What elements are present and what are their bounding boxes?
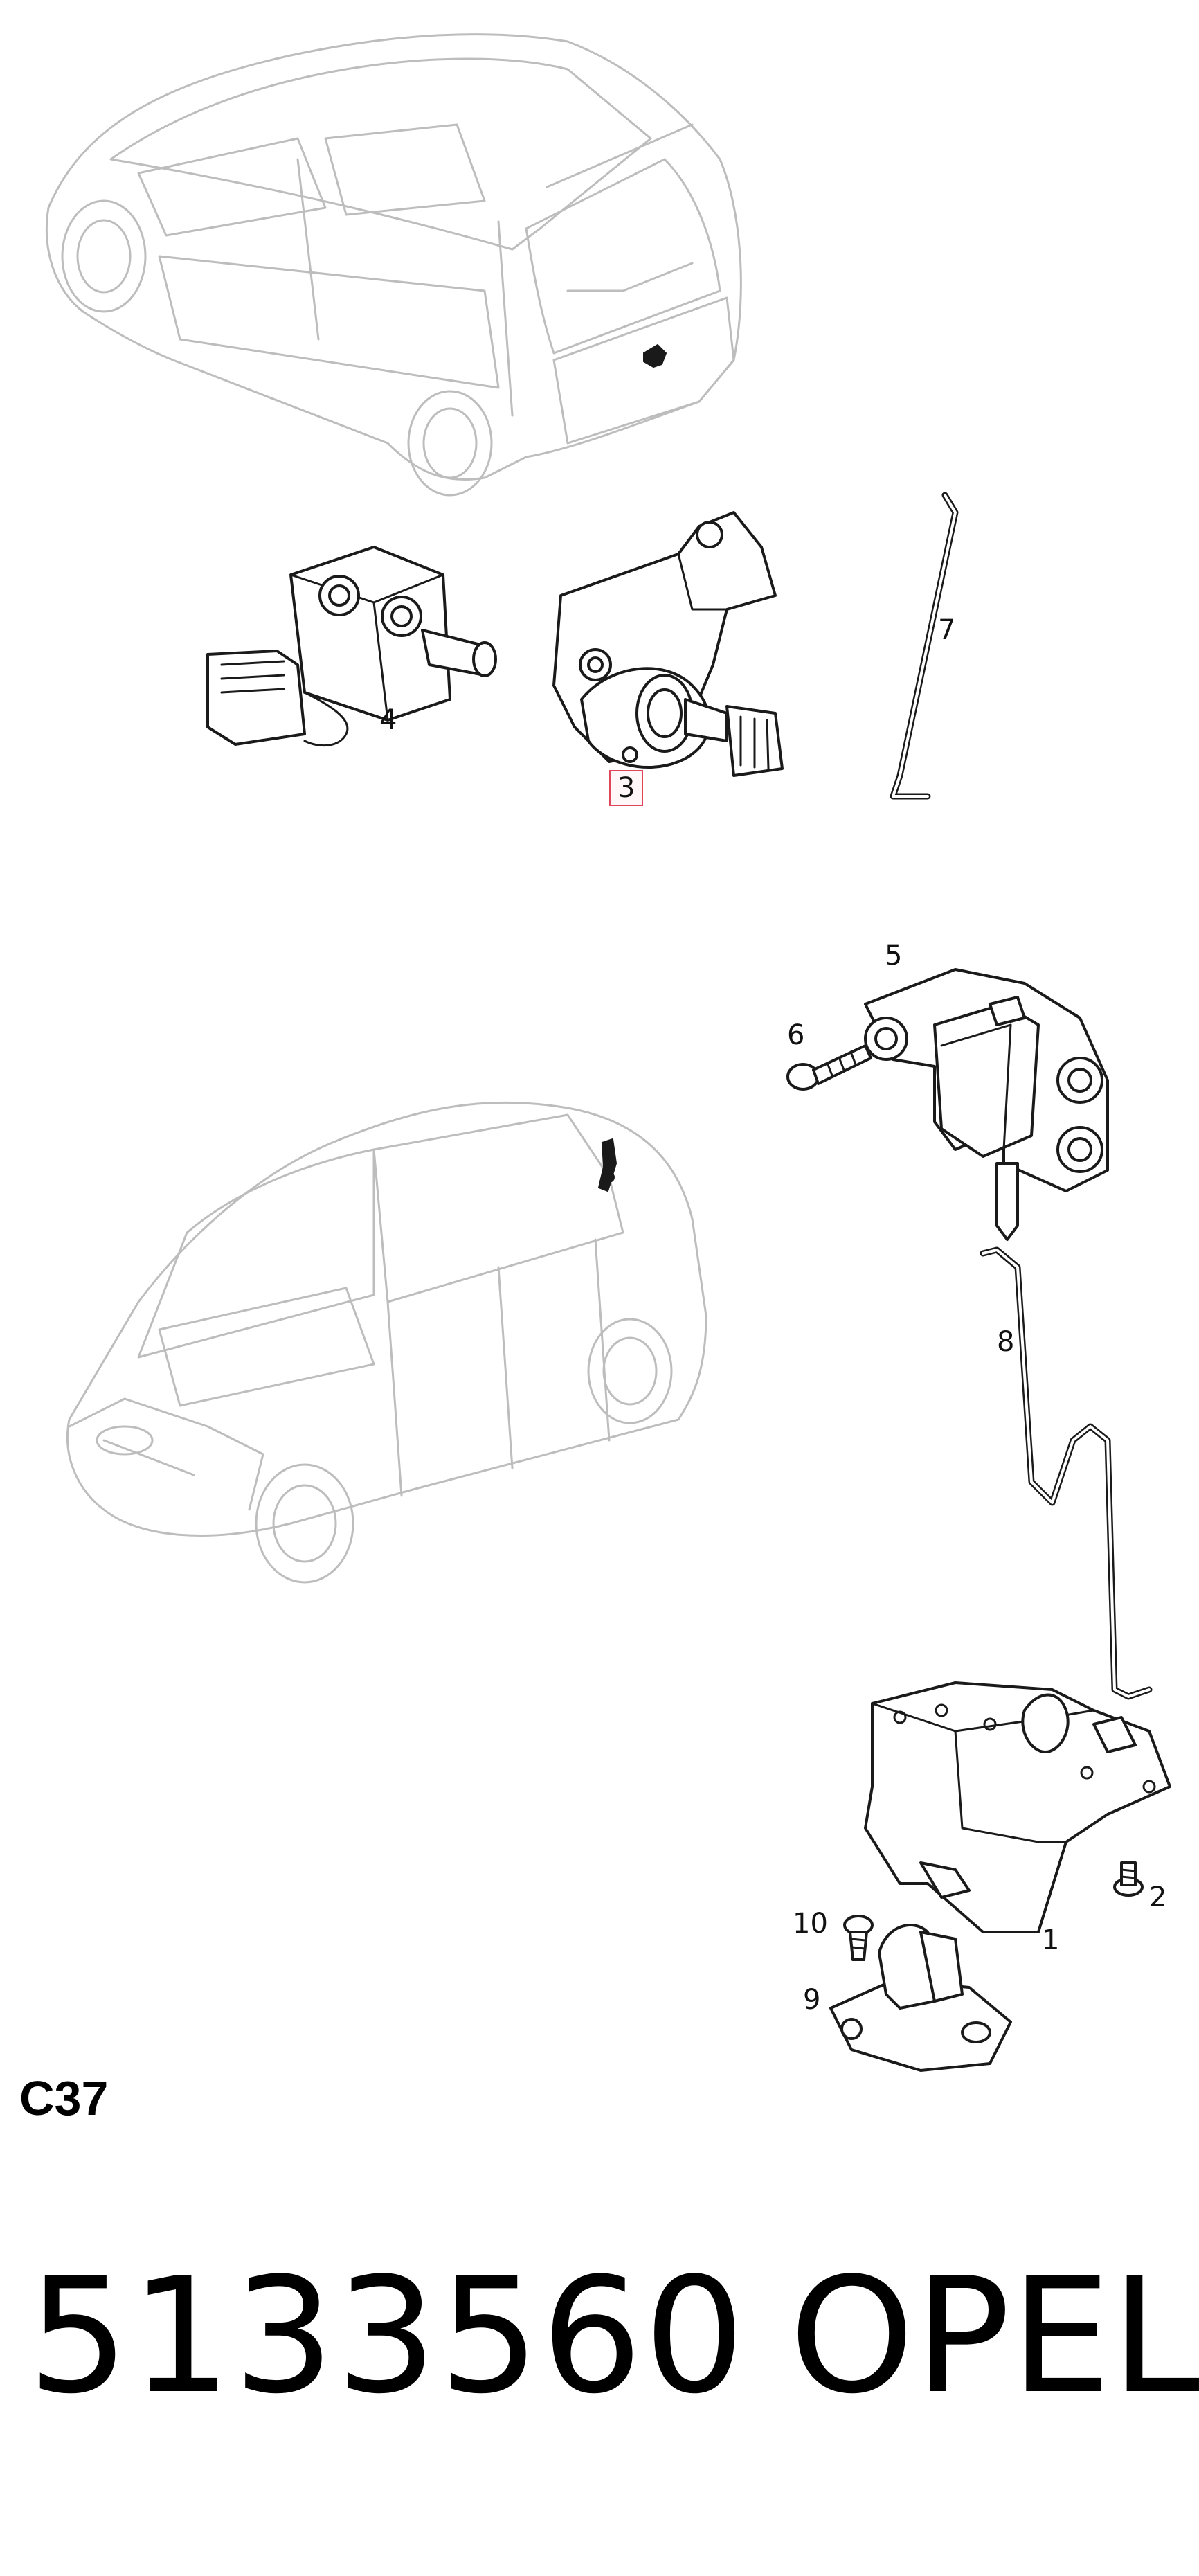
callout-3[interactable]: 3 xyxy=(609,770,644,806)
callout-8[interactable]: 8 xyxy=(997,1326,1015,1358)
section-code: C37 xyxy=(19,2071,109,2125)
callout-6[interactable]: 6 xyxy=(787,1019,805,1051)
part-4-lock-actuator xyxy=(206,546,497,747)
callout-10[interactable]: 10 xyxy=(793,1908,828,1940)
part-number: 5133560 xyxy=(28,2244,747,2429)
callout-5[interactable]: 5 xyxy=(885,940,903,972)
rear-lock-location-marker xyxy=(643,343,667,368)
part-9-striker xyxy=(829,1924,1012,2072)
part-5-lock-mechanism xyxy=(864,968,1109,1241)
part-6-screw xyxy=(786,1044,872,1091)
part-3-lock-cylinder-with-key xyxy=(552,511,784,777)
callout-1[interactable]: 1 xyxy=(1042,1924,1060,1956)
callout-2[interactable]: 2 xyxy=(1149,1881,1167,1913)
part-8-connecting-rod xyxy=(980,1246,1153,1700)
callout-7[interactable]: 7 xyxy=(938,614,956,646)
car-front-view-illustration xyxy=(66,1101,707,1584)
part-2-bolt xyxy=(1113,1861,1144,1897)
part-10-bolt xyxy=(843,1915,874,1961)
car-rear-view-illustration xyxy=(46,33,742,497)
part-7-control-rod xyxy=(890,492,959,800)
callout-9[interactable]: 9 xyxy=(803,1984,821,2016)
callout-4[interactable]: 4 xyxy=(379,704,397,736)
brand-name: OPEL xyxy=(789,2244,1199,2429)
tailgate-lock-location-marker xyxy=(597,1138,617,1192)
part-1-tailgate-latch xyxy=(864,1681,1171,1933)
